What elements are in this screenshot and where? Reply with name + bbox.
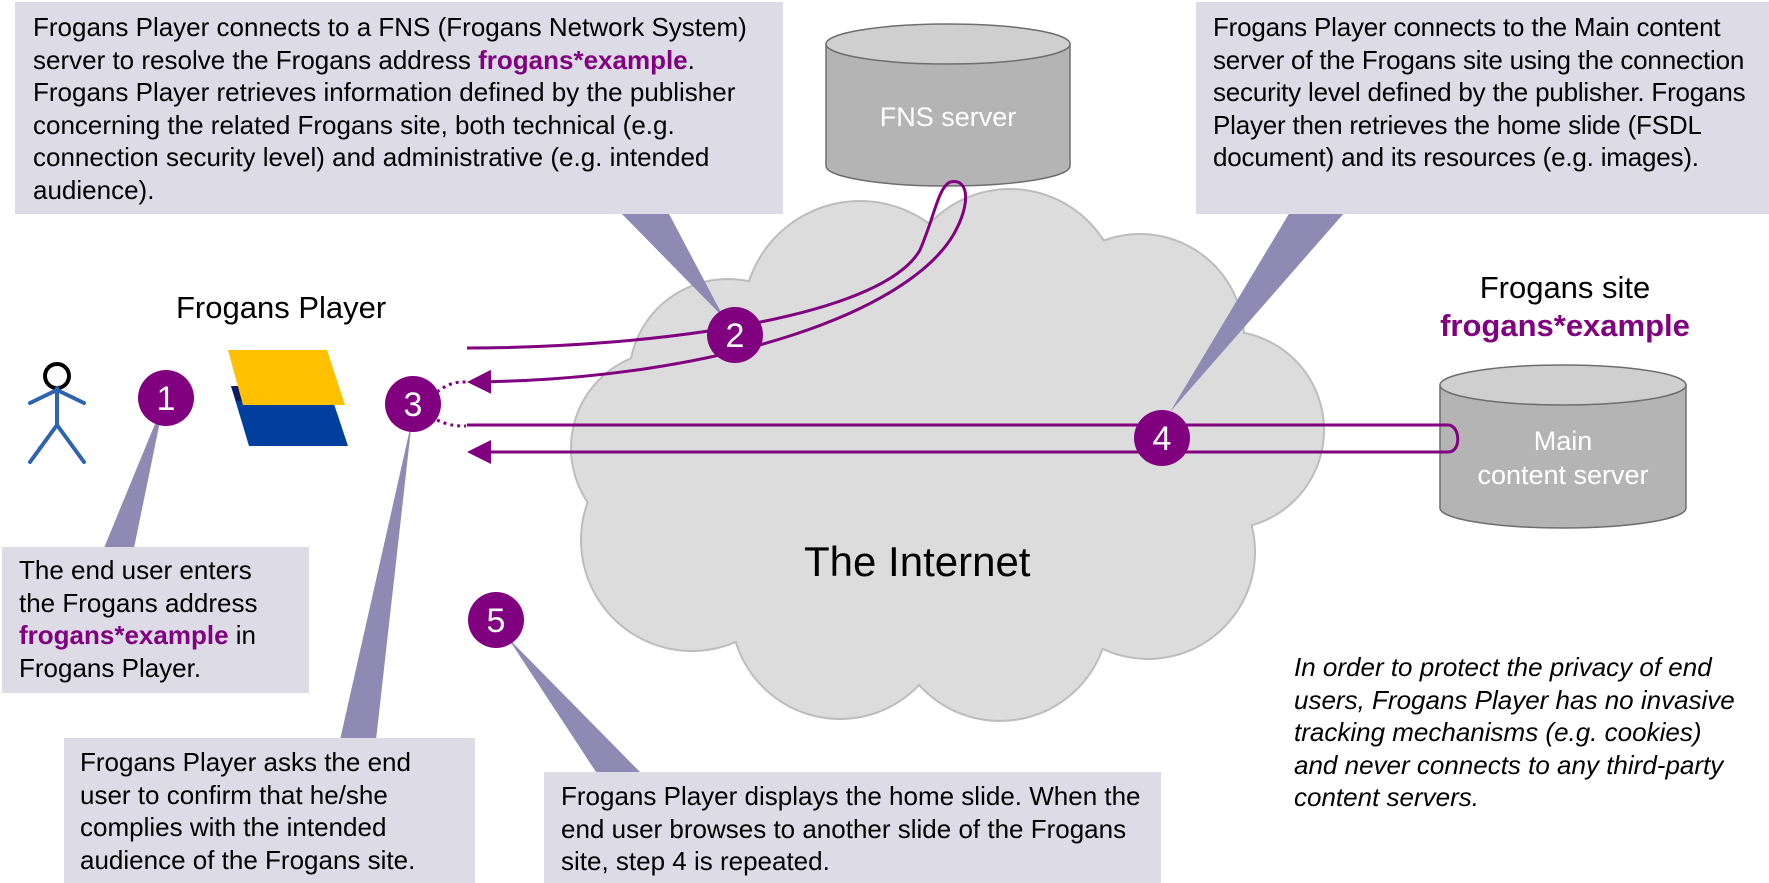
main-response-arrow [467, 423, 1460, 464]
svg-text:5: 5 [487, 602, 506, 640]
callout-step1: The end user enters the Frogans address … [2, 547, 309, 693]
callout-step3-text: Frogans Player asks the end user to conf… [80, 747, 416, 875]
frogans-site-title: Frogans site [1479, 270, 1651, 305]
callout-step5: Frogans Player displays the home slide. … [544, 772, 1161, 883]
pointer-step1 [104, 402, 164, 548]
svg-text:3: 3 [404, 386, 423, 424]
main-server-label-line1: Main [1534, 426, 1593, 456]
main-content-server-icon: Main content server [1439, 364, 1687, 529]
svg-text:4: 4 [1153, 420, 1172, 458]
pointer-step3 [340, 420, 412, 740]
step-badge-3: 3 [385, 376, 441, 432]
callout-step1-text-end: in Frogans Player. [19, 620, 256, 683]
callout-step5-text: Frogans Player displays the home slide. … [561, 781, 1141, 876]
frogans-site-address: frogans*example [1440, 308, 1690, 343]
step3-dotted-bottom [436, 418, 467, 428]
fns-request-line [466, 180, 951, 350]
step-badge-5: 5 [468, 592, 524, 648]
callout-step2-text-end: . Frogans Player retrieves information d… [33, 44, 736, 205]
callout-step1-address: frogans*example [19, 620, 229, 650]
main-server-label-line2: content server [1477, 460, 1648, 490]
connection-lines [436, 180, 1460, 464]
internet-cloud [570, 188, 1325, 722]
internet-label: The Internet [804, 538, 1031, 585]
svg-text:2: 2 [726, 317, 745, 355]
svg-text:1: 1 [157, 380, 176, 418]
callout-step2: Frogans Player connects to a FNS (Frogan… [15, 2, 783, 214]
callout-step2-text: Frogans Player connects to a FNS (Frogan… [33, 12, 747, 75]
callout-step4-text: Frogans Player connects to the Main cont… [1213, 12, 1746, 172]
frogans-player-logo-icon [228, 350, 348, 446]
step-badge-2: 2 [707, 307, 763, 363]
privacy-note: In order to protect the privacy of end u… [1294, 652, 1735, 812]
callout-step2-address: frogans*example [478, 44, 688, 75]
callout-step3: Frogans Player asks the end user to conf… [64, 738, 475, 883]
pointer-step4 [1170, 212, 1345, 412]
fns-response-arrow [467, 180, 968, 394]
step3-dotted-top [436, 380, 467, 394]
frogans-player-label: Frogans Player [176, 290, 387, 325]
callout-step4: Frogans Player connects to the Main cont… [1196, 2, 1769, 214]
step-badge-1: 1 [138, 370, 194, 426]
pointer-step5 [508, 638, 640, 772]
pointer-step2 [620, 212, 724, 318]
step-badge-4: 4 [1134, 410, 1190, 466]
fns-server-icon: FNS server [825, 23, 1071, 187]
fns-server-label: FNS server [880, 102, 1017, 132]
callout-pointers [104, 212, 1345, 772]
person-icon [28, 362, 86, 464]
callout-step1-text: The end user enters the Frogans address [19, 555, 258, 618]
